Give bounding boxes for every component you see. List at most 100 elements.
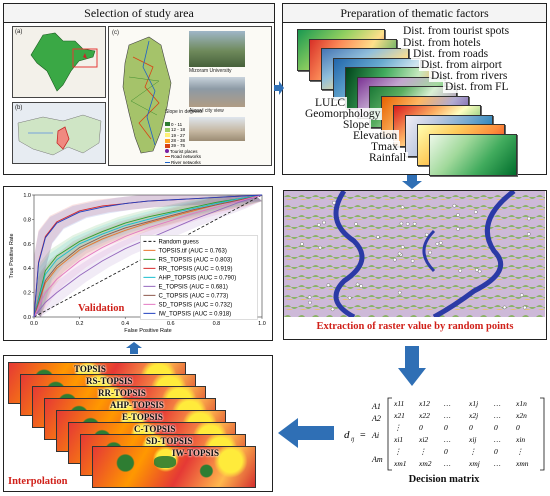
random-point xyxy=(317,223,321,227)
study-area-map: (c) Mizoram University Aizawl city view … xyxy=(108,26,272,166)
legend-swatch xyxy=(165,149,169,154)
thematic-layer-label: Dist. from rivers xyxy=(429,70,510,82)
india-map-graphic xyxy=(30,32,98,92)
study-area-panel: Selection of study area (a) (b) (c) Mizo… xyxy=(3,3,275,175)
matrix-cell: ⋮ xyxy=(516,447,524,456)
random-point xyxy=(435,242,440,246)
interpolation-layer-label: C-TOPSIS xyxy=(134,424,176,434)
slope-legend-item: 19 - 27 xyxy=(165,126,185,138)
random-points xyxy=(300,200,531,312)
matrix-cell: xm1 xyxy=(393,459,407,468)
y-tick-label: 0.8 xyxy=(23,217,31,223)
matrix-cell: x2j xyxy=(468,411,478,420)
thematic-layer-label: Dist. from hotels xyxy=(401,37,483,49)
arrow-study-to-thematic xyxy=(274,81,284,95)
interpolation-layer-label: RR-TOPSIS xyxy=(98,388,146,398)
slope-legend-item: River networks xyxy=(165,153,201,165)
x-tick-label: 0.6 xyxy=(167,321,175,327)
thematic-title: Preparation of thematic factors xyxy=(283,4,546,23)
regional-map: (b) xyxy=(12,102,106,164)
legend-label: AHP_TOPSIS (AUC = 0.790) xyxy=(158,275,236,281)
matrix-cell: x21 xyxy=(393,411,405,420)
random-point xyxy=(399,221,404,226)
random-point xyxy=(405,222,410,226)
photo-temple xyxy=(189,117,245,141)
random-point xyxy=(522,305,527,310)
matrix-cell: … xyxy=(444,435,451,444)
matrix-cell: x1n xyxy=(515,399,527,408)
extraction-map xyxy=(284,191,545,317)
random-point xyxy=(397,290,402,295)
matrix-cell: 0 xyxy=(516,423,520,432)
matrix-cell: x22 xyxy=(418,411,430,420)
roc-curve xyxy=(33,194,263,318)
matrix-cell: 0 xyxy=(444,447,448,456)
legend-label: Road networks xyxy=(171,154,202,160)
roc-curve xyxy=(33,194,263,318)
legend-label: SD_TOPSIS (AUC = 0.732) xyxy=(158,302,232,308)
matrix-cell: x11 xyxy=(393,399,404,408)
matrix-cell: xmn xyxy=(515,459,529,468)
study-area-title: Selection of study area xyxy=(4,4,274,23)
random-point xyxy=(473,210,478,214)
matrix-left-bracket xyxy=(387,397,392,471)
random-point xyxy=(318,245,322,250)
random-point xyxy=(519,293,524,297)
label-a: (a) xyxy=(15,29,23,35)
legend-swatch xyxy=(165,143,170,148)
random-point xyxy=(452,203,457,208)
regional-map-graphic xyxy=(17,114,102,156)
y-tick-label: 0.2 xyxy=(23,291,31,297)
random-point xyxy=(359,284,363,288)
photo-university xyxy=(189,31,245,67)
random-point xyxy=(412,221,417,226)
matrix-cell: ⋮ xyxy=(419,447,427,456)
legend-label: TOPSIS.tif (AUC = 0.763) xyxy=(158,248,226,254)
legend-label: 39 - 75 xyxy=(171,143,186,149)
matrix-cell: 0 xyxy=(494,447,498,456)
thematic-layer-label: Dist. from roads xyxy=(411,48,491,60)
matrix-row-label: A2 xyxy=(371,414,381,423)
legend-box xyxy=(140,235,258,320)
random-point xyxy=(354,222,358,226)
arrow-thematic-to-extraction xyxy=(402,175,422,189)
roc-curve xyxy=(33,194,263,318)
thematic-layer-label: Dist. from tourist spots xyxy=(401,25,512,37)
legend-label: River networks xyxy=(171,159,201,165)
thematic-layer-label: LULC xyxy=(313,97,348,109)
thematic-layer-tile xyxy=(429,133,517,176)
thematic-layer-label: Rainfall xyxy=(367,152,409,164)
arrow-extraction-to-matrix xyxy=(398,346,426,386)
random-point xyxy=(397,251,402,256)
matrix-cell: xm2 xyxy=(418,459,432,468)
legend-label: RR_TOPSIS (AUC = 0.919) xyxy=(158,266,232,272)
random-point xyxy=(308,300,312,305)
slope-legend-item: 0 - 11 xyxy=(165,115,182,127)
label-b: (b) xyxy=(15,105,23,111)
thematic-layer-label: Dist. from airport xyxy=(419,59,504,71)
thematic-layer-label: Tmax xyxy=(369,141,400,153)
roc-curve xyxy=(33,194,263,318)
x-tick-label: 0.4 xyxy=(121,321,129,327)
interpolation-layer-tile xyxy=(92,446,256,488)
random-point xyxy=(355,282,360,287)
x-tick-label: 0.0 xyxy=(30,321,38,327)
interpolation-layer-label: E-TOPSIS xyxy=(122,412,163,422)
validation-caption: Validation xyxy=(78,303,124,314)
random-point xyxy=(475,268,479,272)
matrix-cell: x2n xyxy=(515,411,527,420)
slope-legend-item: Road networks xyxy=(165,147,201,159)
matrix-cell: … xyxy=(444,459,451,468)
legend-swatch xyxy=(165,156,170,158)
matrix-cell: … xyxy=(494,459,501,468)
decision-matrix-caption: Decision matrix xyxy=(408,474,480,485)
slope-legend-item: Tourist places xyxy=(165,142,198,154)
legend-label: 0 - 11 xyxy=(171,121,183,127)
random-point xyxy=(428,250,432,255)
interpolation-layer-label: RS-TOPSIS xyxy=(86,376,133,386)
matrix-cell: ⋮ xyxy=(394,447,402,456)
random-point xyxy=(527,216,531,221)
